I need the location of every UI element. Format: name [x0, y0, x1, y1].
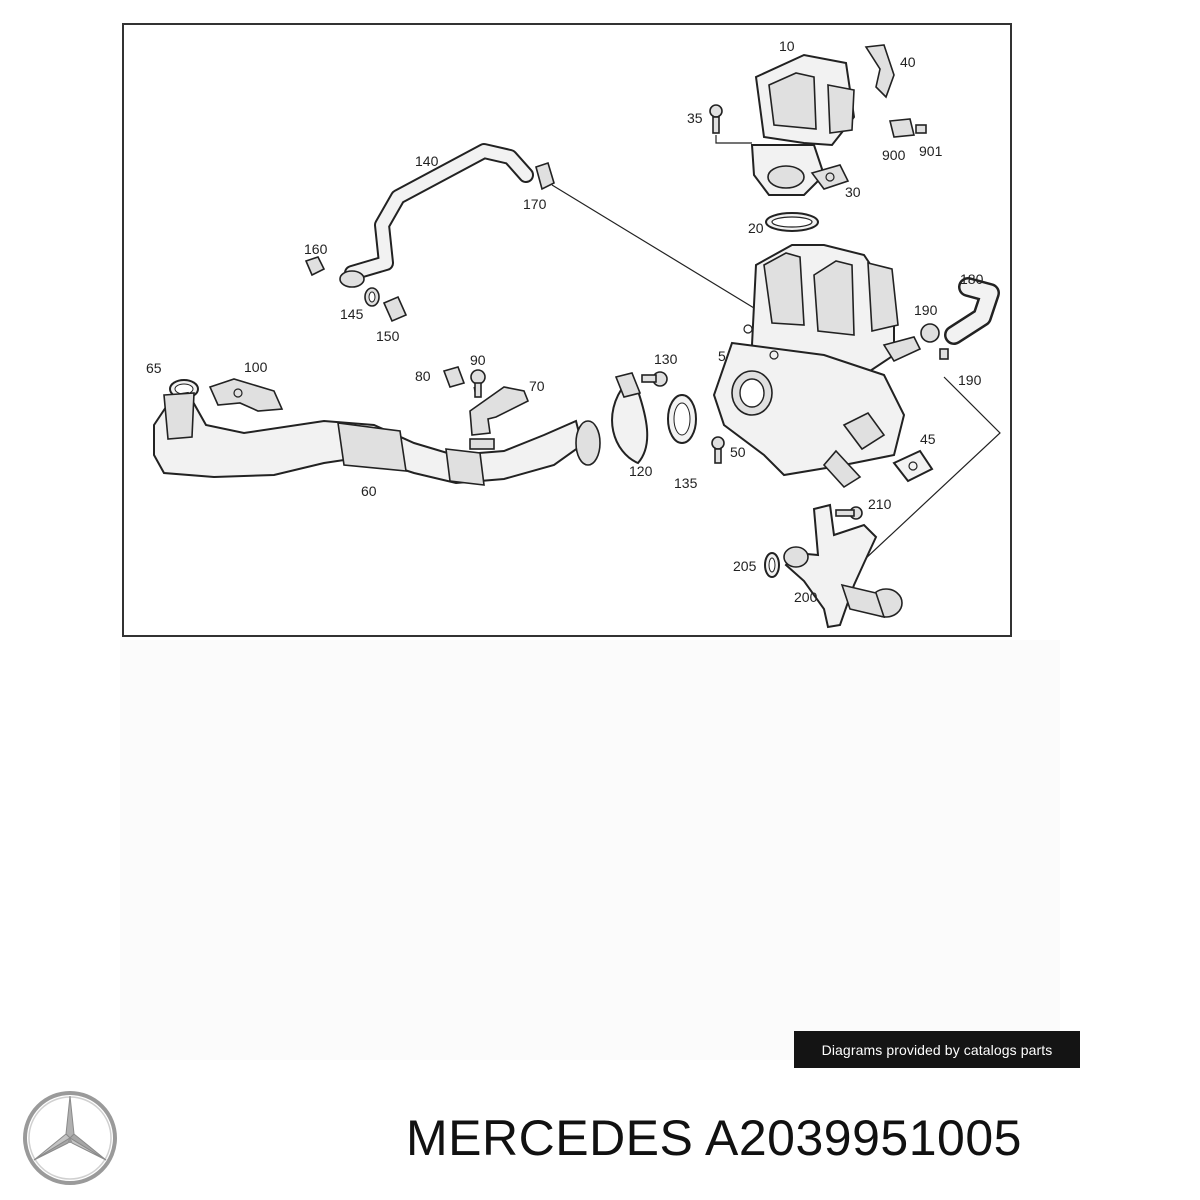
callout-901: 901: [919, 143, 943, 159]
part-150-plug: [382, 295, 408, 323]
credit-banner: Diagrams provided by catalogs parts: [794, 1031, 1080, 1068]
mercedes-star-logo-icon: [23, 1091, 117, 1185]
exploded-view-drawing: 10 40 35 900 901 30 140 170 20 160 145 1…: [146, 38, 1001, 629]
callout-170: 170: [523, 196, 547, 212]
part-35-screw: [709, 104, 723, 134]
callout-210: 210: [868, 496, 892, 512]
callout-60: 60: [361, 483, 377, 499]
part-210-screw: [835, 506, 863, 520]
callout-10: 10: [779, 38, 795, 54]
callout-35: 35: [687, 110, 703, 126]
part-900-connector: [888, 118, 927, 138]
callout-160: 160: [304, 241, 328, 257]
callout-labels: 10 40 35 900 901 30 140 170 20 160 145 1…: [146, 38, 984, 605]
callout-200: 200: [794, 589, 818, 605]
part-10-egr-valve-upper: [750, 53, 856, 196]
callout-900: 900: [882, 147, 906, 163]
part-20-o-ring: [765, 212, 819, 232]
part-120-clamp: [611, 372, 649, 465]
part-40-clip: [864, 44, 895, 99]
callout-135: 135: [674, 475, 698, 491]
part-130-screw: [641, 371, 668, 387]
callout-20: 20: [748, 220, 764, 236]
callout-180: 180: [960, 271, 984, 287]
lower-background: [120, 640, 1060, 1060]
part-number: A2039951005: [705, 1110, 1022, 1166]
part-145-sealing-ring: [364, 287, 380, 307]
part-160-screw: [304, 256, 326, 277]
part-60-egr-pipe: [153, 391, 601, 486]
part-45-gasket: [892, 449, 934, 483]
callout-150: 150: [376, 328, 400, 344]
part-190-clamp-lower: [939, 348, 949, 360]
brand-name: MERCEDES: [406, 1110, 694, 1166]
callout-120: 120: [629, 463, 653, 479]
callout-90: 90: [470, 352, 486, 368]
part-80-bolt: [442, 366, 466, 388]
callout-80: 80: [415, 368, 431, 384]
callout-190-upper: 190: [914, 302, 938, 318]
part-190-clamp-upper: [920, 323, 940, 343]
part-90-bolt: [470, 369, 486, 398]
callout-70: 70: [529, 378, 545, 394]
callout-145: 145: [340, 306, 364, 322]
part-30-gasket: [810, 164, 850, 190]
callout-205: 205: [733, 558, 757, 574]
callout-30: 30: [845, 184, 861, 200]
part-title: MERCEDES A2039951005: [406, 1108, 1022, 1168]
callout-130: 130: [654, 351, 678, 367]
callout-190-lower: 190: [958, 372, 982, 388]
callout-140: 140: [415, 153, 439, 169]
part-205-o-ring: [764, 552, 780, 578]
callout-65: 65: [146, 360, 162, 376]
part-140-coolant-pipe: [339, 143, 534, 288]
callout-45: 45: [920, 431, 936, 447]
callout-50: 50: [730, 444, 746, 460]
part-170-clamp: [535, 161, 555, 191]
part-50-screw: [711, 436, 725, 464]
part-135-gasket: [667, 394, 697, 444]
callout-5: 5: [718, 348, 726, 364]
part-200-coolant-bracket: [783, 503, 903, 629]
part-180-hose: [944, 277, 1000, 345]
part-100-bracket: [208, 378, 284, 412]
parts-diagram: 10 40 35 900 901 30 140 170 20 160 145 1…: [122, 23, 1012, 637]
part-70-bracket: [469, 386, 530, 436]
part-5-egr-cooler-assembly: [712, 244, 922, 489]
callout-100: 100: [244, 359, 268, 375]
callout-40: 40: [900, 54, 916, 70]
